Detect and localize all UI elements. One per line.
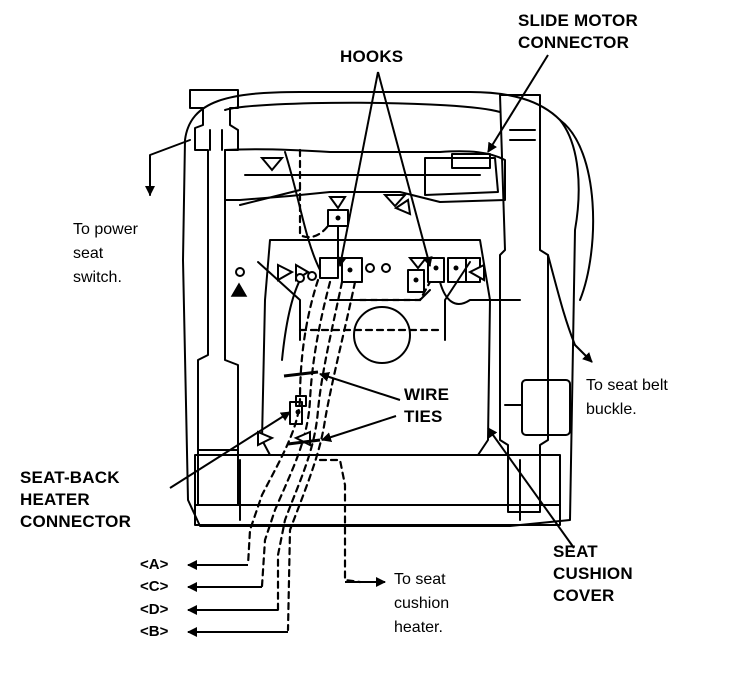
harness-route-4 xyxy=(286,280,357,632)
connector-right-a xyxy=(427,257,445,283)
to-seat-cushion-heater-label: To seat cushion heater. xyxy=(394,571,450,636)
cushion-cover-leader xyxy=(487,427,575,549)
harness-route-3 xyxy=(276,280,344,612)
wire-tie-upper xyxy=(283,370,319,378)
hooks-leader-right xyxy=(377,71,433,267)
to-power-seat-switch-label: To power seat switch. xyxy=(73,221,138,286)
harness-route-5 xyxy=(358,280,432,302)
left-seat-post xyxy=(189,89,239,451)
harness-route-1 xyxy=(246,278,320,567)
slide-motor-housing xyxy=(424,157,499,196)
seat-back-outline xyxy=(182,91,580,527)
top-cross-rail xyxy=(224,148,506,203)
filled-marker-triangle xyxy=(230,282,248,297)
slide-motor-leader xyxy=(487,54,549,153)
marker-triangle xyxy=(259,157,285,172)
harness-route-7 xyxy=(318,458,362,584)
wire-end-b-label: <B> xyxy=(140,623,169,640)
belt-buckle-leader xyxy=(574,344,593,363)
wire-ties-leader-upper xyxy=(319,372,401,401)
wire-end-c-label: <C> xyxy=(140,578,169,595)
seat-belt-buckle-block xyxy=(521,379,571,436)
wire-tie-lower xyxy=(287,438,321,446)
harness-route-2 xyxy=(260,280,332,588)
to-seat-belt-buckle-label: To seat belt buckle. xyxy=(586,377,668,418)
wire-ties-leader-lower xyxy=(321,415,397,442)
hooks-leader-left xyxy=(336,71,379,267)
right-seat-post xyxy=(499,94,549,513)
seat-back-heater-connector-label: SEAT-BACK HEATER CONNECTOR xyxy=(20,468,132,531)
connector-center xyxy=(407,269,425,293)
seat-base xyxy=(194,454,561,526)
wire-ties-label: WIRE TIES xyxy=(404,385,450,426)
heater-connector-leader xyxy=(169,411,291,489)
slide-motor-connector-label: SLIDE MOTOR CONNECTOR xyxy=(518,11,638,52)
seat-cushion-cover-label: SEAT CUSHION COVER xyxy=(553,542,633,605)
connector-center-left xyxy=(319,257,339,279)
hooks-label: HOOKS xyxy=(340,47,404,66)
wire-end-a-label: <A> xyxy=(140,556,169,573)
wire-end-d-label: <D> xyxy=(140,601,169,618)
